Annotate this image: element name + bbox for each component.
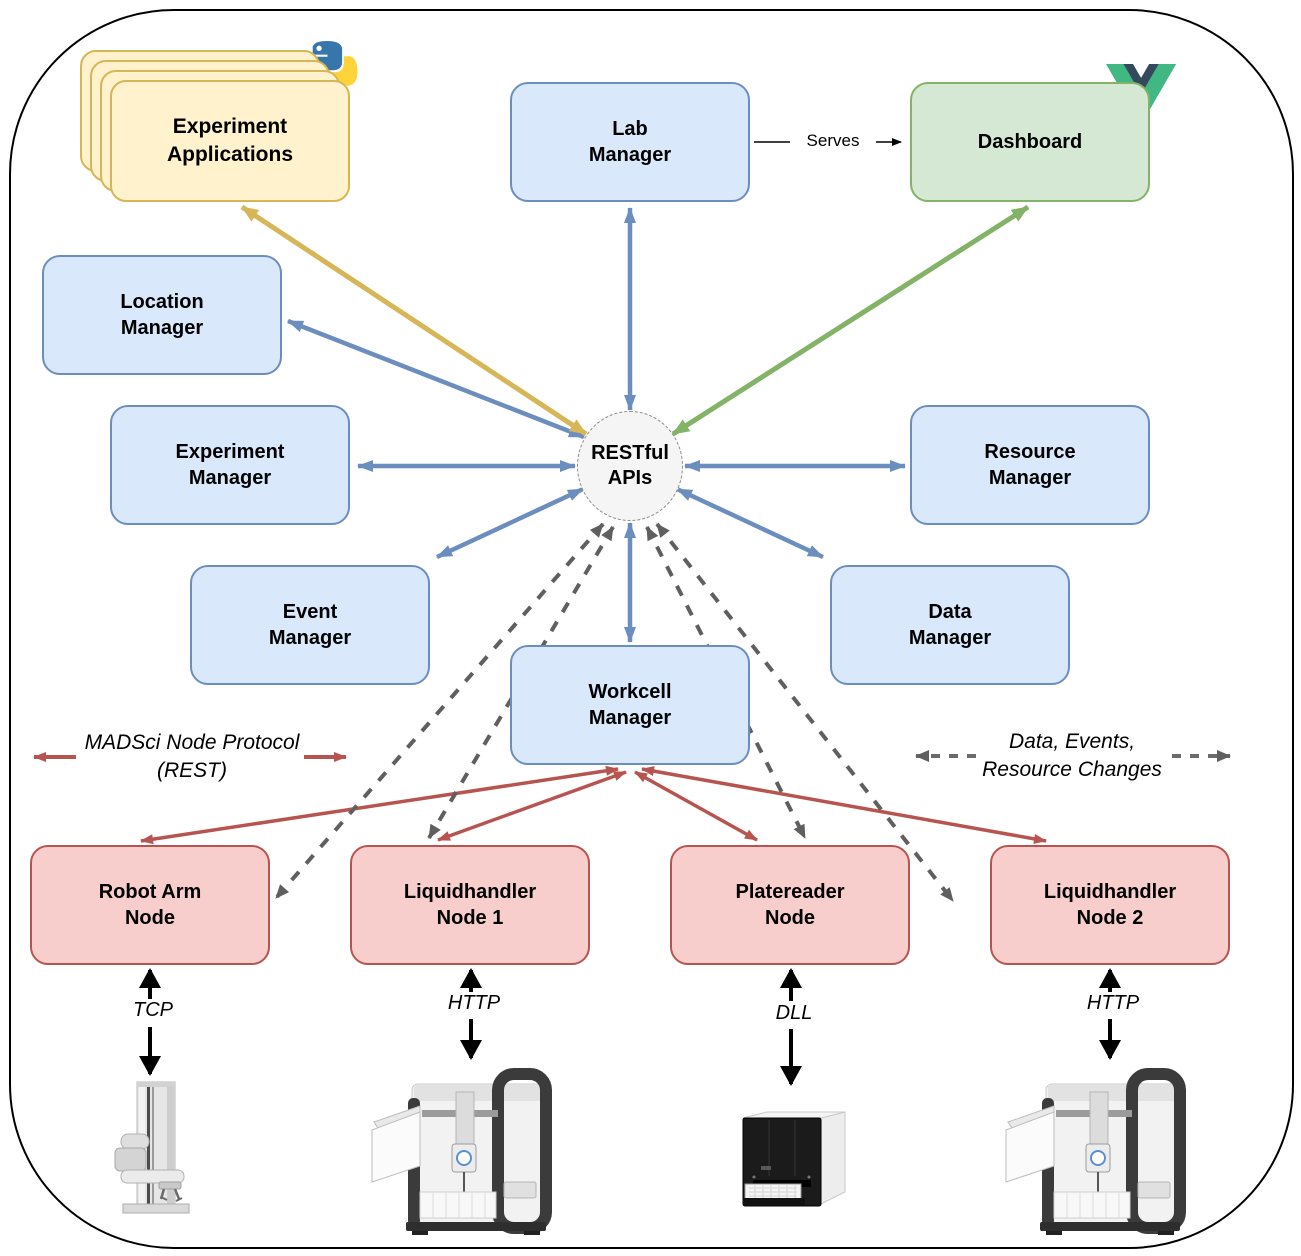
box-data-manager: Data Manager — [830, 565, 1070, 685]
box-label: Data Manager — [908, 601, 992, 649]
box-label: Location Manager — [120, 291, 204, 339]
box-label: Experiment Applications — [166, 115, 293, 166]
edge-data-manager-api — [676, 486, 824, 560]
madsci-protocol-label: MADSci Node Protocol (REST) — [84, 731, 300, 782]
edge-liquidhandler-2-api — [655, 522, 955, 903]
edge-workcell-platereader — [634, 770, 758, 842]
box-dashboard: Dashboard — [910, 82, 1150, 202]
hardware-arrows-black — [139, 968, 1121, 1086]
diagram-border — [9, 9, 1294, 1249]
box-label: Robot Arm Node — [98, 881, 202, 929]
box-robot-arm-node: Robot Arm Node — [30, 845, 270, 965]
box-lab-manager: Lab Manager — [510, 82, 750, 202]
box-label: Experiment Manager — [175, 441, 285, 489]
box-resource-manager: Resource Manager — [910, 405, 1150, 525]
platereader-protocol-label: DLL — [751, 1002, 837, 1025]
serves-label: Serves — [790, 131, 876, 151]
box-liquidhandler-node-1: Liquidhandler Node 1 — [350, 845, 590, 965]
liquidhandler-2-protocol-label: HTTP — [1070, 992, 1156, 1015]
box-label: RESTful APIs — [591, 442, 669, 489]
box-label: Workcell Manager — [588, 681, 672, 729]
box-label: Platereader Node — [735, 881, 845, 929]
box-label: Liquidhandler Node 1 — [403, 881, 537, 929]
box-event-manager: Event Manager — [190, 565, 430, 685]
data-events-label: Data, Events, Resource Changes — [982, 730, 1162, 781]
box-location-manager: Location Manager — [42, 255, 282, 375]
box-workcell-manager: Workcell Manager — [510, 645, 750, 765]
edge-experiment-applications-api — [240, 204, 588, 437]
box-label: Dashboard — [977, 131, 1083, 153]
box-label: Liquidhandler Node 2 — [1043, 881, 1177, 929]
edge-event-manager-api — [436, 486, 584, 560]
box-liquidhandler-node-2: Liquidhandler Node 2 — [990, 845, 1230, 965]
box-label: Resource Manager — [984, 441, 1076, 489]
liquidhandler-image-1 — [372, 1074, 546, 1235]
liquidhandler-1-protocol-label: HTTP — [431, 992, 517, 1015]
robot-arm-image — [114, 1081, 190, 1214]
edge-dashboard-api — [671, 204, 1030, 437]
platereader-image — [742, 1111, 846, 1207]
box-label: Event Manager — [268, 601, 352, 649]
liquidhandler-image-2 — [1006, 1074, 1180, 1235]
restful-apis-hub: RESTful APIs — [577, 411, 683, 521]
box-experiment-manager: Experiment Manager — [110, 405, 350, 525]
box-experiment-applications: Experiment Applications — [110, 80, 350, 202]
robot-arm-protocol-label: TCP — [110, 999, 196, 1022]
box-platereader-node: Platereader Node — [670, 845, 910, 965]
box-label: Lab Manager — [588, 118, 672, 166]
